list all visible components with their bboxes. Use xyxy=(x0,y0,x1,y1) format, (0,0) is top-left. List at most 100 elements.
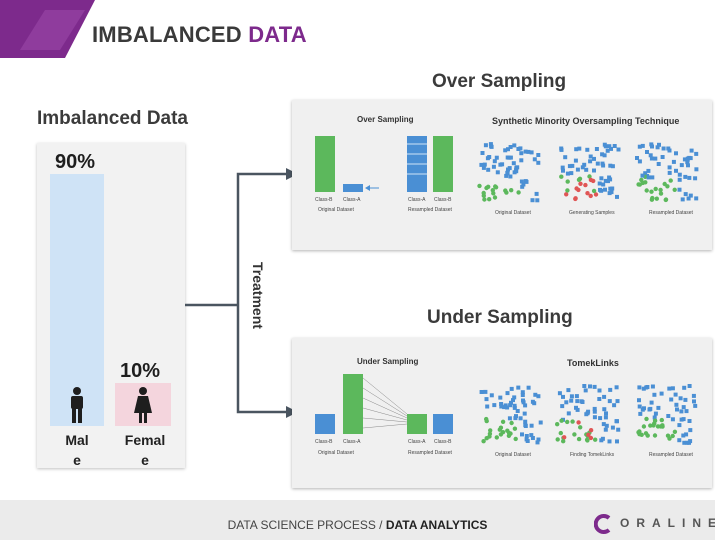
scatter-glyph xyxy=(602,142,607,147)
scatter-glyph xyxy=(558,430,563,436)
scatter-glyph xyxy=(579,399,584,404)
scatter-glyph xyxy=(506,147,510,152)
scatter-glyph xyxy=(608,163,613,168)
scatter-glyph xyxy=(585,147,590,152)
over-plot-caption-3: Resampled Dataset xyxy=(649,210,693,216)
scatter-glyph xyxy=(565,419,570,425)
scatter-glyph xyxy=(494,435,499,440)
under-orig-class-a-bar xyxy=(343,374,363,434)
scatter-glyph xyxy=(592,384,597,389)
scatter-glyph xyxy=(683,174,688,179)
scatter-glyph xyxy=(561,394,565,399)
scatter-glyph xyxy=(489,144,494,149)
under-res-caption: Resampled Dataset xyxy=(408,450,452,456)
scatter-glyph xyxy=(507,155,512,160)
scatter-glyph xyxy=(688,428,693,433)
scatter-glyph xyxy=(666,146,671,151)
scatter-glyph xyxy=(670,433,675,439)
over-plot-caption-1: Original Dataset xyxy=(495,210,531,216)
scatter-glyph xyxy=(563,155,568,160)
scatter-glyph xyxy=(576,187,581,193)
scatter-glyph xyxy=(565,179,570,184)
scatter-glyph xyxy=(679,417,684,422)
scatter-glyph xyxy=(665,184,670,189)
over-res-class-b-bar xyxy=(433,136,453,192)
scatter-glyph xyxy=(483,143,488,148)
scatter-glyph xyxy=(657,142,661,147)
scatter-glyph xyxy=(492,403,497,408)
scatter-glyph xyxy=(645,385,650,389)
scatter-glyph xyxy=(614,419,619,424)
scatter-glyph xyxy=(599,176,604,181)
scatter-glyph xyxy=(512,405,517,410)
scatter-glyph xyxy=(479,162,484,167)
scatter-glyph xyxy=(532,157,537,162)
page-title: IMBALANCED DATA xyxy=(92,22,307,48)
scatter-glyph xyxy=(646,168,651,173)
scatter-glyph xyxy=(592,168,596,173)
footer-text-prefix: DATA SCIENCE PROCESS / xyxy=(227,518,386,532)
scatter-glyph xyxy=(509,188,514,193)
scatter-glyph xyxy=(504,190,509,195)
brand-c-icon xyxy=(593,514,611,534)
scatter-glyph xyxy=(659,417,664,423)
over-scatter-original xyxy=(477,142,541,203)
scatter-glyph xyxy=(602,407,607,412)
scatter-glyph xyxy=(508,431,513,436)
scatter-glyph xyxy=(586,409,591,414)
scatter-glyph xyxy=(511,161,516,166)
scatter-glyph xyxy=(615,399,620,404)
scatter-glyph xyxy=(694,151,699,156)
under-orig-class-b-label: Class-B xyxy=(315,439,333,445)
scatter-glyph xyxy=(518,416,523,421)
scatter-glyph xyxy=(583,182,588,188)
female-percent: 10% xyxy=(120,360,161,382)
under-orig-caption: Original Dataset xyxy=(318,450,354,456)
scatter-glyph xyxy=(583,388,588,393)
scatter-glyph xyxy=(536,153,541,157)
scatter-glyph xyxy=(555,422,560,427)
male-person-icon xyxy=(71,387,83,423)
scatter-glyph xyxy=(649,400,654,405)
scatter-glyph xyxy=(536,160,541,165)
scatter-glyph xyxy=(648,406,653,411)
scatter-glyph xyxy=(609,190,614,195)
scatter-glyph xyxy=(603,187,607,192)
scatter-glyph xyxy=(653,156,658,161)
scatter-glyph xyxy=(574,147,579,152)
scatter-glyph xyxy=(608,186,613,191)
scatter-glyph xyxy=(684,432,689,437)
scatter-glyph xyxy=(667,386,672,391)
title-part1: IMBALANCED xyxy=(92,22,242,47)
scatter-glyph xyxy=(477,183,482,189)
scatter-glyph xyxy=(693,176,698,181)
scatter-glyph xyxy=(610,425,615,430)
scatter-glyph xyxy=(530,399,535,404)
scatter-glyph xyxy=(574,394,579,399)
scatter-glyph xyxy=(505,428,510,433)
over-res-caption: Resampled Dataset xyxy=(408,207,452,213)
scatter-glyph xyxy=(588,435,594,441)
scatter-glyph xyxy=(588,159,593,164)
scatter-glyph xyxy=(569,394,574,399)
scatter-glyph xyxy=(674,151,678,156)
scatter-glyph xyxy=(584,167,589,172)
scatter-glyph xyxy=(481,193,486,198)
scatter-glyph xyxy=(685,440,690,445)
scatter-glyph xyxy=(610,164,615,169)
under-scatter-original xyxy=(479,385,543,445)
scatter-glyph xyxy=(484,416,489,422)
over-res-class-a-label: Class-A xyxy=(408,197,426,203)
treatment-arrows xyxy=(185,168,298,418)
scatter-glyph xyxy=(557,391,562,396)
scatter-glyph xyxy=(486,167,491,172)
scatter-glyph xyxy=(526,149,531,154)
scatter-glyph xyxy=(600,161,605,166)
scatter-glyph xyxy=(482,197,487,202)
scatter-glyph xyxy=(576,420,581,425)
scatter-glyph xyxy=(615,194,619,199)
brand-logo-shape xyxy=(0,0,95,58)
under-plot-caption-2: Finding TomekLinks xyxy=(570,452,615,458)
scatter-glyph xyxy=(588,384,592,389)
scatter-glyph xyxy=(505,170,510,175)
